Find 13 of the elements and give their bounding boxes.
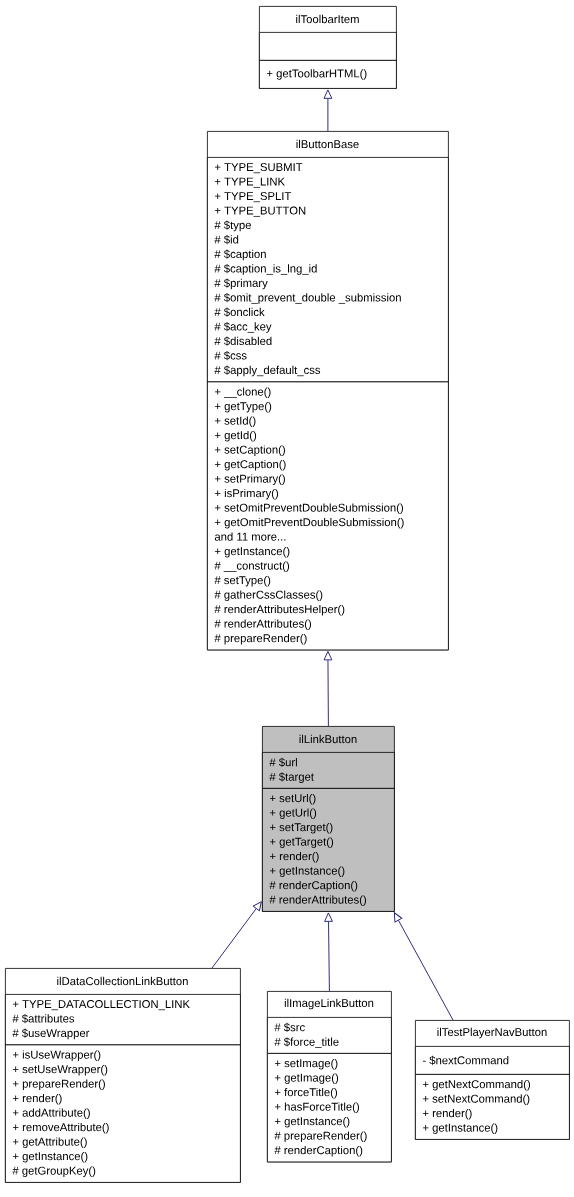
member-compartment: + TYPE_DATACOLLECTION_LINK # $attributes # $useWrapper [5,994,241,1046]
member-compartment: + __clone() + getType() + setId() + getId() + setCaption() + getCaption() + setPrimary() + isPrimary() + setOmitPreventDoubleSubmission() + getOmitPreventDoubleSubmission() and 11 more... + getInstance() # __construct() # setType() # gatherCssClasses() # renderAttributesHelper() # renderAttributes() # prepareRender() [207,381,449,651]
member-compartment: # $src # $force_title [267,1017,392,1054]
member-compartment: + TYPE_SUBMIT + TYPE_LINK + TYPE_SPLIT + TYPE_BUTTON # $type # $id # $caption # $caption_is_lng_id # $primary # $omit_prevent_double _submission # $onclick # $acc_key # $disabled # $css # $apply_default_css [207,157,449,383]
member-compartment: - $nextCommand [415,1046,570,1075]
member-compartment: + getToolbarHTML() [259,60,397,89]
inheritance-arrow [211,901,262,969]
inheritance-arrow [393,912,454,1021]
inheritance-arrow [324,912,333,992]
inheritance-arrow [323,650,333,727]
inheritance-arrow [323,89,333,132]
member-compartment: # $url # $target [262,752,395,789]
empty-compartment [259,32,397,61]
